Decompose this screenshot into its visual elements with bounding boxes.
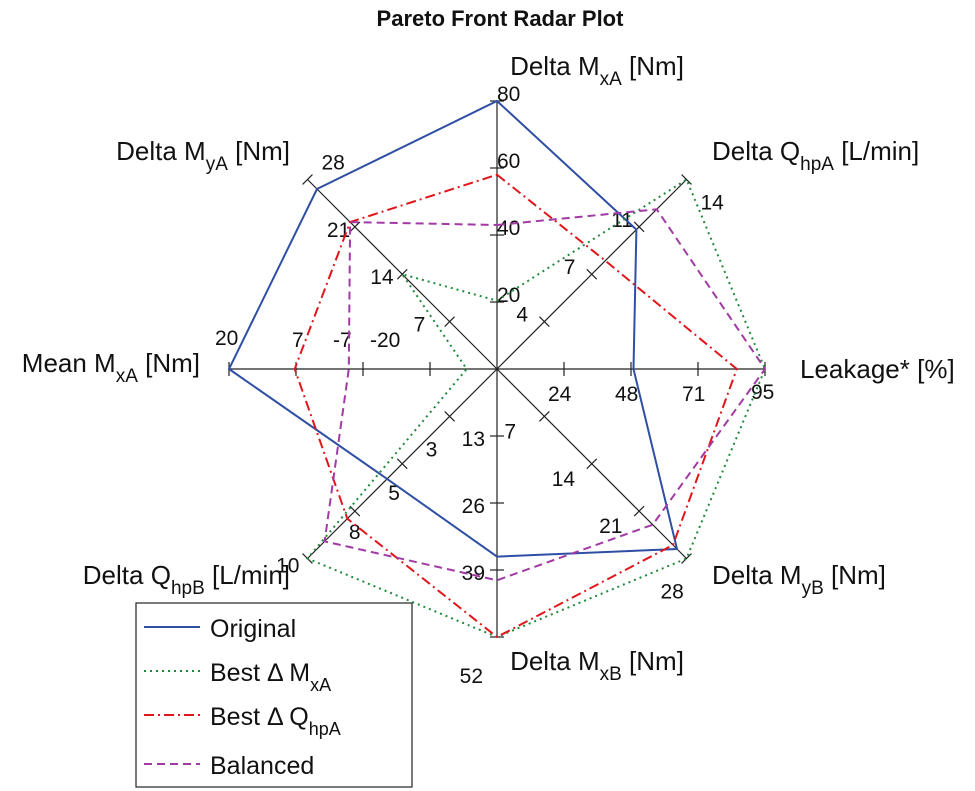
axis-tick-mark — [349, 505, 361, 517]
tick-label-leak: 71 — [682, 383, 705, 406]
axis-tick-mark — [633, 505, 645, 517]
axis-tick-mark — [681, 553, 692, 564]
tick-label-leak: 48 — [615, 383, 638, 406]
axis-tick-mark — [302, 174, 313, 185]
axis-label-mxb: Delta MxB [Nm] — [510, 646, 684, 685]
tick-label-qhpb: 8 — [349, 521, 361, 544]
tick-label-mxb: 52 — [460, 665, 483, 688]
tick-label-qhpb: 5 — [388, 482, 400, 505]
tick-label-qhpa: 7 — [564, 256, 576, 279]
axis-label-mxa: Delta MxA [Nm] — [510, 51, 684, 90]
tick-label-mxa: 80 — [497, 83, 520, 106]
tick-label-leak: 24 — [548, 383, 572, 406]
tick-label-myb: 28 — [661, 581, 684, 604]
tick-label-mxa: 60 — [497, 150, 520, 173]
tick-label-leak: 95 — [751, 381, 774, 404]
chart-title: Pareto Front Radar Plot — [377, 6, 625, 31]
legend-label: Best Δ MxA — [210, 659, 331, 695]
tick-label-mya: 7 — [414, 314, 426, 337]
axis-tick-mark — [396, 458, 408, 470]
tick-label-meanmxa: 7 — [292, 329, 304, 352]
tick-label-mxa: 20 — [497, 284, 520, 307]
tick-label-myb: 21 — [599, 515, 622, 538]
legend-box — [135, 602, 413, 788]
tick-label-mya: 21 — [327, 219, 350, 242]
axis-tick-mark — [633, 221, 645, 233]
axis-label-mya: Delta MyA [Nm] — [116, 136, 290, 175]
tick-label-qhpa: 4 — [516, 304, 528, 327]
axis-tick-mark — [444, 316, 455, 327]
series-polygon-4 — [323, 208, 767, 582]
legend-label: Best Δ QhpA — [210, 703, 341, 739]
axis-label-qhpb: Delta QhpB [L/min] — [83, 560, 290, 599]
series-polygon-3 — [293, 173, 738, 639]
axis-label-qhpa: Delta QhpA [L/min] — [712, 136, 919, 175]
tick-label-qhpb: 10 — [276, 555, 299, 578]
tick-label-mxb: 13 — [462, 428, 485, 451]
axis-tick-mark — [586, 458, 598, 470]
axis-label-meanmxa: Mean MxA [Nm] — [22, 348, 200, 387]
axis-tick-mark — [539, 411, 550, 422]
tick-label-qhpb: 3 — [426, 438, 438, 461]
tick-label-qhpa: 14 — [701, 191, 725, 214]
axis-tick-mark — [539, 316, 550, 327]
tick-label-myb: 14 — [552, 468, 576, 491]
tick-label-meanmxa: 20 — [215, 327, 238, 350]
axis-tick-mark — [444, 411, 455, 422]
tick-label-mxa: 40 — [497, 217, 520, 240]
series-polygon-1 — [227, 99, 679, 558]
tick-label-mxb: 39 — [462, 562, 485, 585]
axis-label-myb: Delta MyB [Nm] — [712, 560, 886, 599]
legend-label: Balanced — [210, 752, 314, 780]
axis-tick-mark — [396, 268, 408, 280]
tick-label-qhpa: 11 — [611, 209, 633, 232]
tick-label-mya: 28 — [321, 151, 344, 174]
legend-label: Original — [210, 615, 296, 643]
axis-tick-mark — [681, 174, 692, 185]
tick-label-mxb: 26 — [462, 495, 485, 518]
tick-label-mya: 14 — [370, 266, 394, 289]
series-layer — [227, 99, 767, 639]
axis-tick-mark — [349, 221, 361, 233]
tick-label-meanmxa: -20 — [370, 329, 400, 352]
tick-label-meanmxa: -7 — [333, 329, 352, 352]
axis-tick-mark — [586, 268, 598, 280]
tick-label-myb: 7 — [504, 420, 516, 443]
axis-label-leak: Leakage* [%] — [800, 354, 955, 384]
